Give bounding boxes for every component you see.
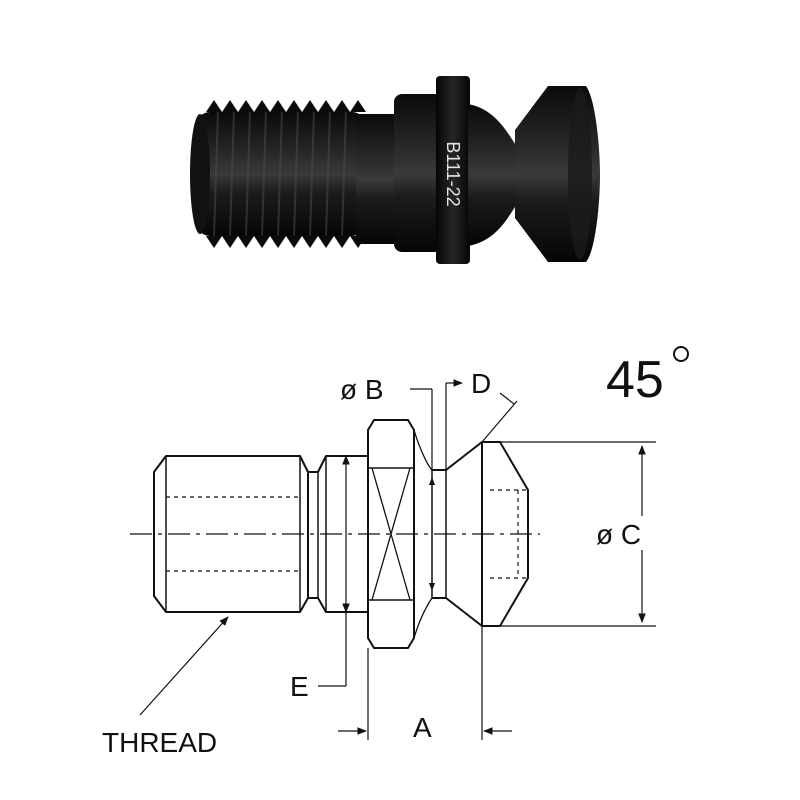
thread-section — [130, 455, 540, 613]
pull-stud-photo: B111-22 — [190, 76, 600, 264]
dim-d-label: D — [471, 368, 491, 399]
dimension-d: D — [445, 368, 518, 470]
flange-section — [367, 419, 433, 649]
angle-annotation: 45 — [606, 346, 689, 409]
dimension-e: E — [290, 612, 347, 702]
dim-a-label: A — [413, 712, 432, 743]
flange-photo — [436, 76, 470, 264]
dim-e-label: E — [290, 671, 309, 702]
waist-photo — [468, 104, 520, 246]
part-marking-text: B111-22 — [443, 141, 463, 206]
degree-symbol-icon — [673, 346, 689, 362]
dim-c-label: ø C — [596, 519, 641, 550]
thread-shank-photo — [190, 100, 366, 248]
dim-b-label: ø B — [340, 374, 384, 405]
pull-stud-drawing: ø B D 45 ø C E — [102, 346, 689, 758]
thread-label: THREAD — [102, 727, 217, 758]
dimension-a: A — [338, 626, 512, 743]
angle-value: 45 — [606, 351, 664, 409]
dimension-c: ø C — [500, 441, 656, 627]
dimension-b: ø B — [340, 374, 433, 470]
waist-section — [428, 441, 483, 627]
body-photo — [394, 94, 442, 252]
thread-callout: THREAD — [102, 616, 229, 758]
